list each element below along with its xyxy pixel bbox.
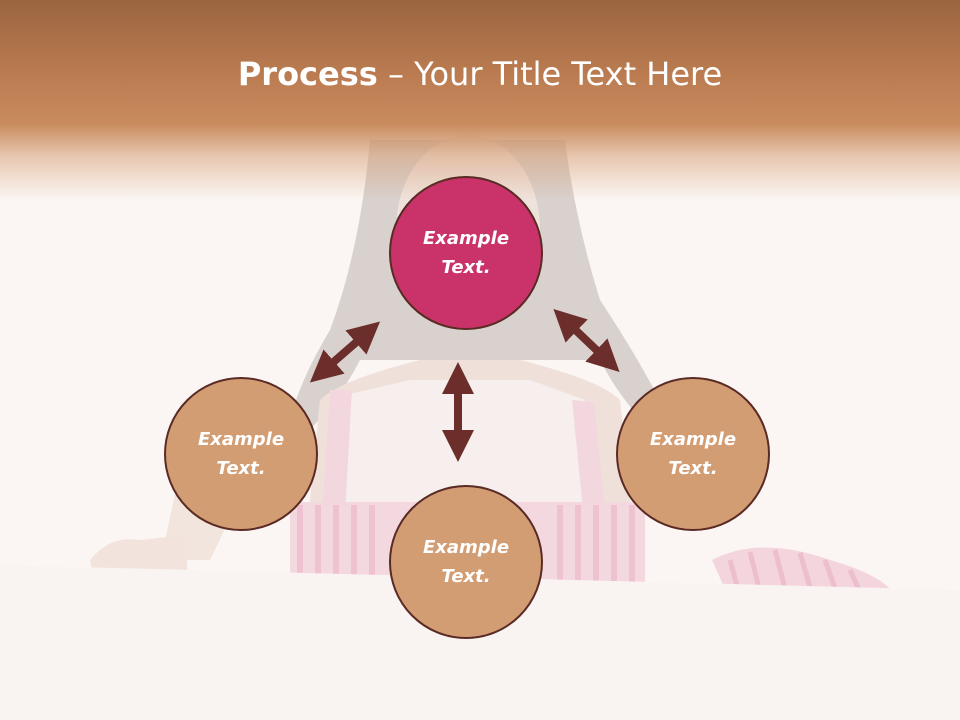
node-bottom[interactable]: Example Text. xyxy=(389,485,543,639)
title-rest: – Your Title Text Here xyxy=(377,55,723,93)
node-left-label: Example Text. xyxy=(197,429,285,479)
node-top[interactable]: Example Text. xyxy=(389,176,543,330)
node-right-label: Example Text. xyxy=(649,429,737,479)
node-bottom-label: Example Text. xyxy=(422,537,510,587)
slide-title[interactable]: Process – Your Title Text Here xyxy=(0,52,960,96)
title-bold: Process xyxy=(237,55,378,93)
title-bar xyxy=(0,0,960,200)
node-left[interactable]: Example Text. xyxy=(164,377,318,531)
node-top-label: Example Text. xyxy=(422,228,510,278)
arrow-top-left xyxy=(309,321,381,383)
node-right[interactable]: Example Text. xyxy=(616,377,770,531)
arrow-top-right xyxy=(553,308,620,373)
